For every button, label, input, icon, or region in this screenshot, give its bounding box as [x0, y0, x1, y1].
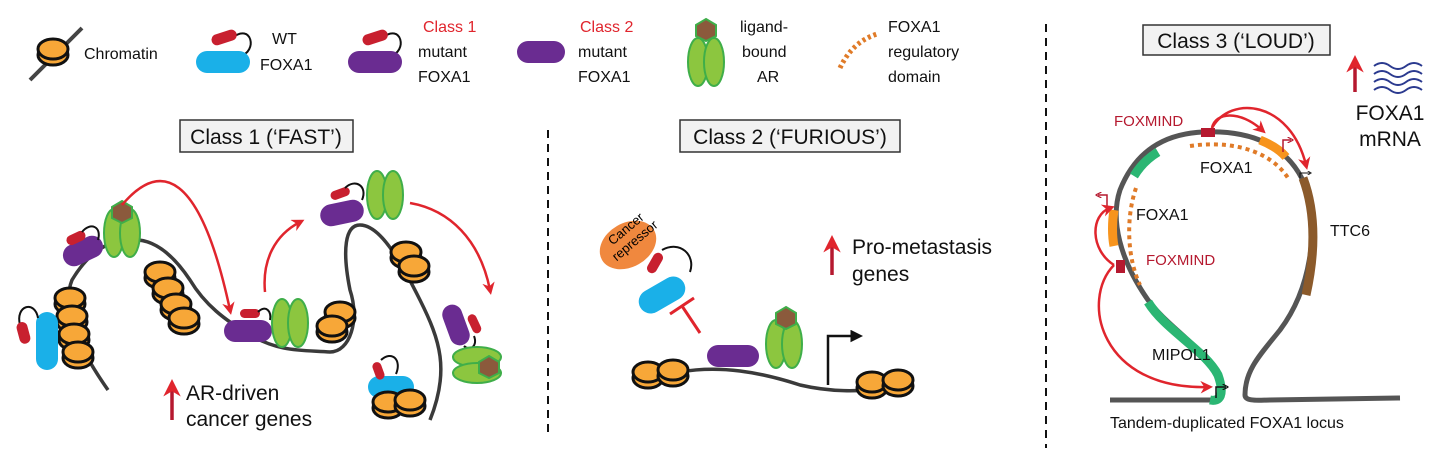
class2-dna-strand	[679, 367, 881, 393]
foxmind-left-element	[1116, 260, 1125, 273]
inhibition-icon	[669, 296, 702, 334]
class1-arrow-2	[263, 219, 305, 293]
legend-class2-line3: FOXA1	[578, 69, 631, 86]
legend-class1-line3: FOXA1	[418, 69, 471, 86]
label-locus: Tandem-duplicated FOXA1 locus	[1110, 415, 1344, 432]
legend-ar-line1: ligand-	[740, 19, 788, 36]
legend-regulatory-line3: domain	[888, 69, 940, 86]
legend-class1-mutant-icon	[348, 29, 402, 73]
legend-ar-line2: bound	[742, 44, 787, 61]
class3-outcome-line1: FOXA1	[1356, 102, 1425, 125]
label-foxa1-left: FOXA1	[1136, 207, 1189, 224]
foxa1-gene-left	[1108, 209, 1119, 247]
panel-class2: Class 2 (‘FURIOUS’) Cancer repressor Pro…	[599, 119, 992, 400]
class1-arrow-1	[121, 179, 235, 315]
legend-class1-line1: Class 1	[423, 19, 476, 36]
class2-tss-arrow-icon	[826, 329, 863, 385]
regulatory-domain-top	[1189, 142, 1290, 180]
legend-wt-foxa1-icon	[196, 29, 252, 73]
legend-ar-line3: AR	[757, 69, 779, 86]
class1-outcome-line2: cancer genes	[186, 408, 312, 431]
legend-wt-line2: FOXA1	[260, 57, 313, 74]
legend-chromatin-label: Chromatin	[84, 46, 158, 63]
label-foxa1-top: FOXA1	[1200, 160, 1253, 177]
mipol1-gene-upper	[1130, 148, 1161, 179]
class2-outcome-line2: genes	[852, 263, 909, 286]
class2-outcome-line1: Pro-metastasis	[852, 236, 992, 259]
label-ttc6: TTC6	[1330, 223, 1370, 240]
legend-regulatory-domain-icon	[837, 31, 878, 70]
class1-title-box	[179, 119, 354, 153]
foxa1-gene-top	[1258, 135, 1290, 161]
legend-wt-line1: WT	[272, 31, 297, 48]
class2-title: Class 2 (‘FURIOUS’)	[693, 126, 887, 149]
mipol1-gene	[1144, 299, 1226, 405]
label-foxmind-top: FOXMIND	[1114, 113, 1183, 130]
legend-regulatory-line2: regulatory	[888, 44, 959, 61]
legend-regulatory-line1: FOXA1	[888, 19, 941, 36]
legend-class2-line1: Class 2	[580, 19, 633, 36]
class2-title-box	[679, 119, 901, 153]
legend-class2-line2: mutant	[578, 44, 627, 61]
legend: Chromatin WT FOXA1 Class 1 mutant FOXA1 …	[28, 18, 959, 87]
label-foxmind-left: FOXMIND	[1146, 252, 1215, 269]
class1-title: Class 1 (‘FAST’)	[190, 126, 342, 149]
class3-title-box	[1142, 24, 1331, 56]
legend-chromatin-icon	[28, 26, 84, 82]
class1-arrow-3	[409, 201, 495, 295]
class3-outcome-line2: mRNA	[1359, 128, 1421, 151]
class1-outcome-line1: AR-driven	[186, 382, 279, 405]
ttc6-gene	[1298, 176, 1318, 296]
foxmind-top-element	[1201, 128, 1215, 137]
label-mipol1: MIPOL1	[1152, 347, 1211, 364]
panel-class1: Class 1 (‘FAST’)	[16, 119, 502, 431]
panel-class3: Class 3 (‘LOUD’) FOXA1 mRNA	[1094, 24, 1425, 432]
legend-class2-mutant-icon	[517, 41, 565, 63]
regulatory-domain-left	[1127, 187, 1142, 286]
class3-title: Class 3 (‘LOUD’)	[1157, 30, 1315, 53]
legend-ar-icon	[687, 18, 725, 87]
legend-class1-line2: mutant	[418, 44, 467, 61]
mrna-icon	[1373, 62, 1423, 94]
